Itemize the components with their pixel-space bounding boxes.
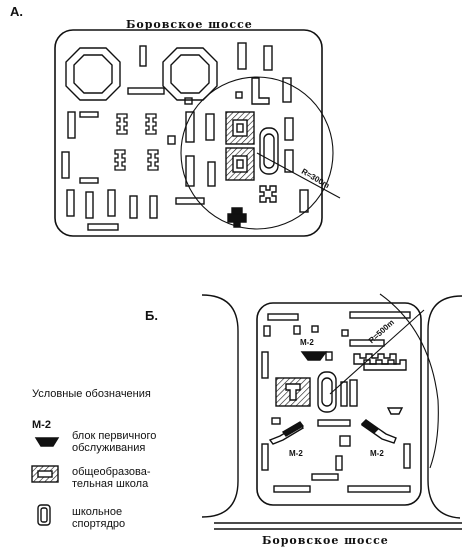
- radius-line-a: [256, 152, 341, 199]
- building: [347, 485, 411, 493]
- building: [311, 325, 319, 333]
- block-label-m2-left: М-2: [289, 449, 303, 458]
- building: [127, 87, 165, 95]
- building: [167, 135, 176, 145]
- building: [349, 379, 358, 407]
- sports-core-b: [317, 371, 337, 413]
- radius-line-b: [329, 309, 425, 395]
- school-b: [275, 377, 311, 407]
- plan-a: [54, 29, 341, 237]
- octagon-building-right-inner: [170, 54, 210, 94]
- sports-core-a: [259, 127, 279, 175]
- block-label-m2-right: М-2: [370, 449, 384, 458]
- building: [185, 155, 195, 187]
- primary-service-block-b-left: [268, 421, 305, 445]
- building: [363, 359, 407, 371]
- building: [235, 91, 243, 99]
- building: [87, 223, 119, 231]
- building: [205, 113, 215, 141]
- service-radius-arc-b: [379, 293, 439, 469]
- building: [207, 161, 216, 187]
- building: [341, 329, 349, 337]
- building: [79, 111, 99, 118]
- building: [185, 111, 195, 143]
- building: [335, 455, 343, 471]
- building: [311, 473, 339, 481]
- building: [85, 191, 94, 219]
- street-edge-left: [201, 294, 239, 518]
- building: [107, 189, 116, 217]
- legend-item-school: общеобразова-тельная школа: [72, 466, 151, 490]
- plan-b: [201, 293, 463, 530]
- building: [263, 45, 273, 71]
- road-label-top: Боровское шоссе: [126, 18, 253, 31]
- building: [184, 97, 193, 105]
- building: [259, 185, 277, 203]
- building: [339, 435, 351, 447]
- building: [129, 195, 138, 219]
- road-label-bottom: Боровское шоссе: [262, 534, 389, 547]
- panel-a-label: А.: [10, 4, 23, 19]
- octagon-building-left: [65, 47, 121, 101]
- building: [261, 351, 269, 379]
- building: [282, 77, 292, 103]
- street-edge-right: [427, 295, 463, 519]
- building: [349, 311, 411, 319]
- legend-item-service-block: блок первичного обслуживания: [72, 430, 157, 454]
- building: [317, 419, 351, 427]
- legend-sports-core-symbol: [37, 504, 51, 526]
- building: [353, 353, 397, 365]
- primary-service-block-b-right: [360, 419, 397, 444]
- building: [403, 443, 411, 469]
- legend-item-sports-core: школьное спортядро: [72, 506, 126, 530]
- legend-symbol-m2: М-2: [32, 419, 51, 431]
- legend-service-block-symbol: [34, 437, 60, 447]
- building: [66, 189, 75, 217]
- building: [67, 111, 76, 139]
- building: [79, 177, 99, 184]
- building: [349, 339, 385, 347]
- building: [267, 313, 299, 321]
- legend-school-symbol: [31, 465, 59, 483]
- cross-buildings: [114, 113, 159, 171]
- building: [386, 407, 404, 415]
- service-radius-circle-a: [180, 76, 334, 230]
- primary-service-block-a: [227, 207, 247, 228]
- quarter-boundary-b: [256, 302, 422, 506]
- building: [284, 117, 294, 141]
- building: [61, 151, 70, 179]
- building: [299, 189, 309, 213]
- building: [284, 149, 294, 173]
- school-a: [225, 111, 255, 181]
- building: [149, 195, 158, 219]
- building: [271, 417, 281, 425]
- building: [263, 325, 271, 337]
- building: [325, 351, 333, 361]
- building: [293, 325, 301, 335]
- building: [340, 381, 348, 407]
- primary-service-block-b-top: [300, 351, 328, 361]
- building: [261, 443, 269, 471]
- legend-title: Условные обозначения: [32, 388, 151, 400]
- building: [175, 197, 205, 205]
- building: [237, 42, 247, 70]
- quarter-boundary-a: [54, 29, 323, 237]
- legend-symbols: [31, 437, 60, 526]
- building: [139, 45, 147, 67]
- block-label-m2-top: М-2: [300, 338, 314, 347]
- panel-b-label: Б.: [145, 308, 158, 323]
- building: [273, 485, 311, 493]
- building: [251, 77, 270, 105]
- octagon-building-left-inner: [73, 54, 113, 94]
